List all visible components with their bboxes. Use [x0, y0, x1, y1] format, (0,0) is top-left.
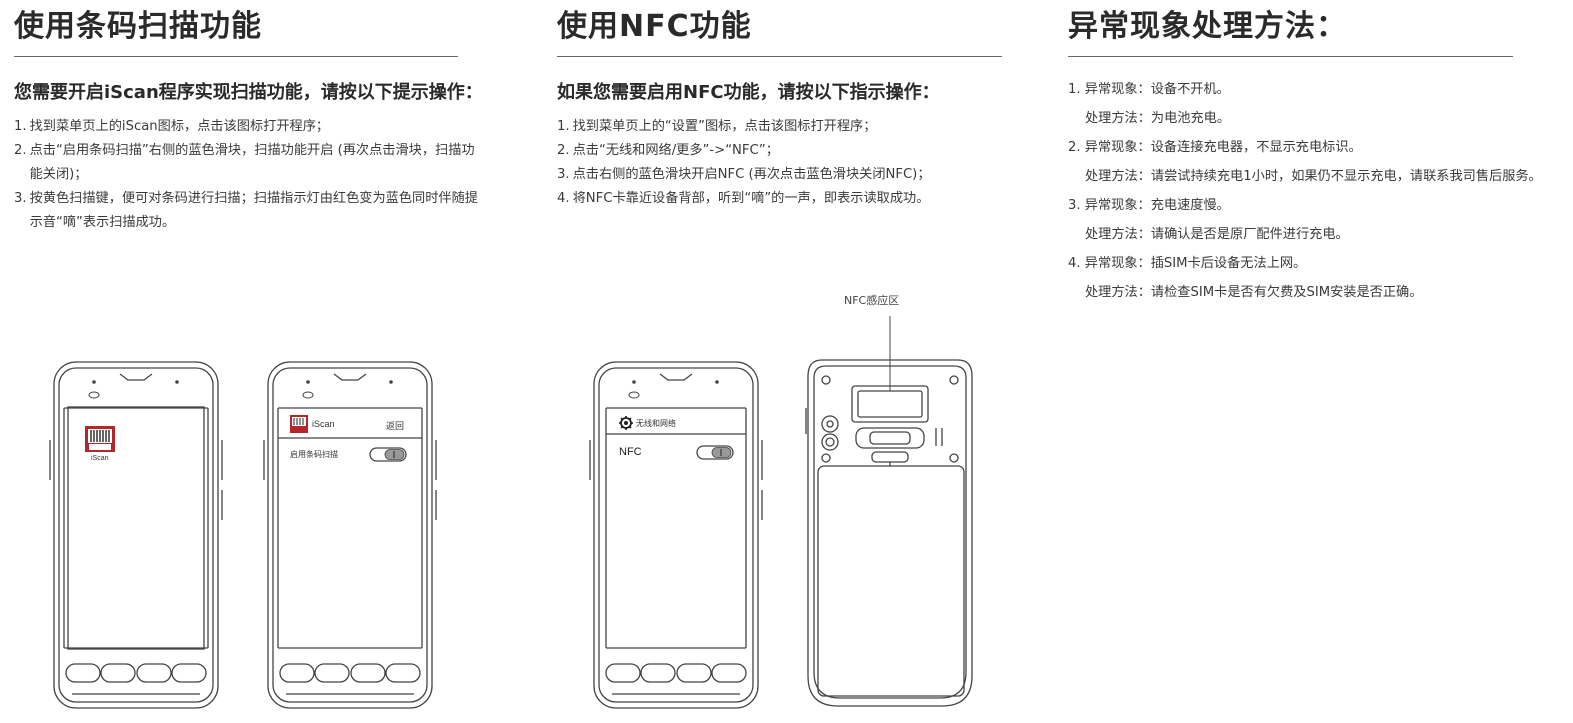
nfc-section-title: 使用NFC功能: [557, 9, 752, 44]
settings-header: 无线和网络: [636, 419, 676, 428]
list-item: 1. 异常现象：设备不开机。处理方法：为电池充电。: [1068, 75, 1573, 133]
app-title: iScan: [312, 419, 335, 429]
title-divider: [14, 56, 458, 57]
device-rear-outline: [805, 316, 973, 707]
issue-text: 3. 异常现象：充电速度慢。: [1068, 198, 1230, 213]
step-text: 点击“无线和网络/更多”->“NFC”；: [572, 143, 779, 158]
nfc-area-callout: NFC感应区: [844, 294, 900, 307]
step-text: 找到菜单页上的iScan图标，点击该图标打开程序；: [29, 119, 330, 134]
barcode-section: 使用条码扫描功能 您需要开启iScan程序实现扫描功能，请按以下提示操作： 1.…: [14, 0, 494, 235]
issue-text: 2. 异常现象：设备连接充电器，不显示充电标识。: [1068, 140, 1362, 155]
title-divider: [557, 56, 1002, 57]
device-settings-nfc: 无线和网络 NFC: [589, 360, 763, 712]
troubleshooting-section-title: 异常现象处理方法：: [1068, 9, 1347, 44]
solution-text: 处理方法：请尝试持续充电1小时，如果仍不显示充电，请联系我司售后服务。: [1085, 169, 1542, 184]
device-home-screen: iScan: [49, 360, 223, 712]
iscan-icon-label: iScan: [91, 455, 109, 462]
step-text: 按黄色扫描键，便可对条码进行扫描；扫描指示灯由红色变为蓝色同时伴随提示音“嘀”表…: [29, 191, 478, 230]
step-number: 2.: [14, 143, 27, 158]
nfc-toggle-label: NFC: [619, 446, 642, 458]
device-outline: [589, 361, 763, 709]
list-item: 1.找到菜单页上的iScan图标，点击该图标打开程序；: [14, 115, 484, 139]
iscan-app-icon: [85, 426, 115, 452]
nfc-steps-list: 1.找到菜单页上的“设置”图标，点击该图标打开程序； 2.点击“无线和网络/更多…: [557, 115, 1017, 211]
issue-text: 1. 异常现象：设备不开机。: [1068, 82, 1230, 97]
nfc-section: 使用NFC功能 如果您需要启用NFC功能，请按以下指示操作： 1.找到菜单页上的…: [557, 0, 1017, 211]
camera-icon: [302, 391, 314, 399]
troubleshooting-section: 异常现象处理方法： 1. 异常现象：设备不开机。处理方法：为电池充电。 2. 异…: [1068, 0, 1573, 307]
step-number: 1.: [14, 119, 27, 134]
barcode-section-title: 使用条码扫描功能: [14, 9, 262, 44]
list-item: 1.找到菜单页上的“设置”图标，点击该图标打开程序；: [557, 115, 1002, 139]
device-outline: [49, 361, 223, 709]
barcode-steps-list: 1.找到菜单页上的iScan图标，点击该图标打开程序； 2.点击“启用条码扫描”…: [14, 115, 494, 235]
step-text: 将NFC卡靠近设备背部，听到“嘀”的一声，即表示读取成功。: [572, 191, 930, 206]
list-item: 3. 异常现象：充电速度慢。处理方法：请确认是否是原厂配件进行充电。: [1068, 191, 1573, 249]
list-item: 2.点击“启用条码扫描”右侧的蓝色滑块，扫描功能开启 (再次点击滑块，扫描功能关…: [14, 139, 484, 187]
step-number: 4.: [557, 191, 570, 206]
gear-icon: [619, 416, 633, 430]
device-iscan-app: iScan 返回 启用条码扫描: [263, 360, 437, 712]
scan-toggle-switch: [369, 447, 407, 462]
solution-text: 处理方法：为电池充电。: [1085, 111, 1231, 126]
list-item: 4.将NFC卡靠近设备背部，听到“嘀”的一声，即表示读取成功。: [557, 187, 1002, 211]
scan-toggle-label: 启用条码扫描: [290, 450, 338, 459]
device-rear-view: [804, 316, 976, 710]
list-item: 3.点击右侧的蓝色滑块开启NFC (再次点击蓝色滑块关闭NFC)；: [557, 163, 1002, 187]
troubleshooting-list: 1. 异常现象：设备不开机。处理方法：为电池充电。 2. 异常现象：设备连接充电…: [1068, 75, 1573, 307]
camera-icon: [88, 391, 100, 399]
title-divider: [1068, 56, 1513, 57]
back-button[interactable]: 返回: [386, 422, 405, 432]
step-number: 3.: [557, 167, 570, 182]
barcode-subheading: 您需要开启iScan程序实现扫描功能，请按以下提示操作：: [14, 82, 483, 103]
step-number: 3.: [14, 191, 27, 206]
list-item: 4. 异常现象：插SIM卡后设备无法上网。处理方法：请检查SIM卡是否有欠费及S…: [1068, 249, 1573, 307]
nfc-sensing-area: [857, 390, 923, 418]
solution-text: 处理方法：请检查SIM卡是否有欠费及SIM安装是否正确。: [1085, 285, 1423, 300]
list-item: 3.按黄色扫描键，便可对条码进行扫描；扫描指示灯由红色变为蓝色同时伴随提示音“嘀…: [14, 187, 484, 235]
nfc-toggle-switch: [696, 445, 734, 460]
nfc-subheading: 如果您需要启用NFC功能，请按以下指示操作：: [557, 82, 940, 103]
step-number: 2.: [557, 143, 570, 158]
step-number: 1.: [557, 119, 570, 134]
list-item: 2.点击“无线和网络/更多”->“NFC”；: [557, 139, 1002, 163]
device-outline: [263, 361, 437, 709]
step-text: 点击“启用条码扫描”右侧的蓝色滑块，扫描功能开启 (再次点击滑块，扫描功能关闭)…: [29, 143, 475, 182]
list-item: 2. 异常现象：设备连接充电器，不显示充电标识。处理方法：请尝试持续充电1小时，…: [1068, 133, 1573, 191]
issue-text: 4. 异常现象：插SIM卡后设备无法上网。: [1068, 256, 1307, 271]
step-text: 找到菜单页上的“设置”图标，点击该图标打开程序；: [572, 119, 877, 134]
iscan-app-icon: [290, 415, 308, 433]
solution-text: 处理方法：请确认是否是原厂配件进行充电。: [1085, 227, 1349, 242]
camera-icon: [628, 391, 640, 399]
step-text: 点击右侧的蓝色滑块开启NFC (再次点击蓝色滑块关闭NFC)；: [572, 167, 931, 182]
